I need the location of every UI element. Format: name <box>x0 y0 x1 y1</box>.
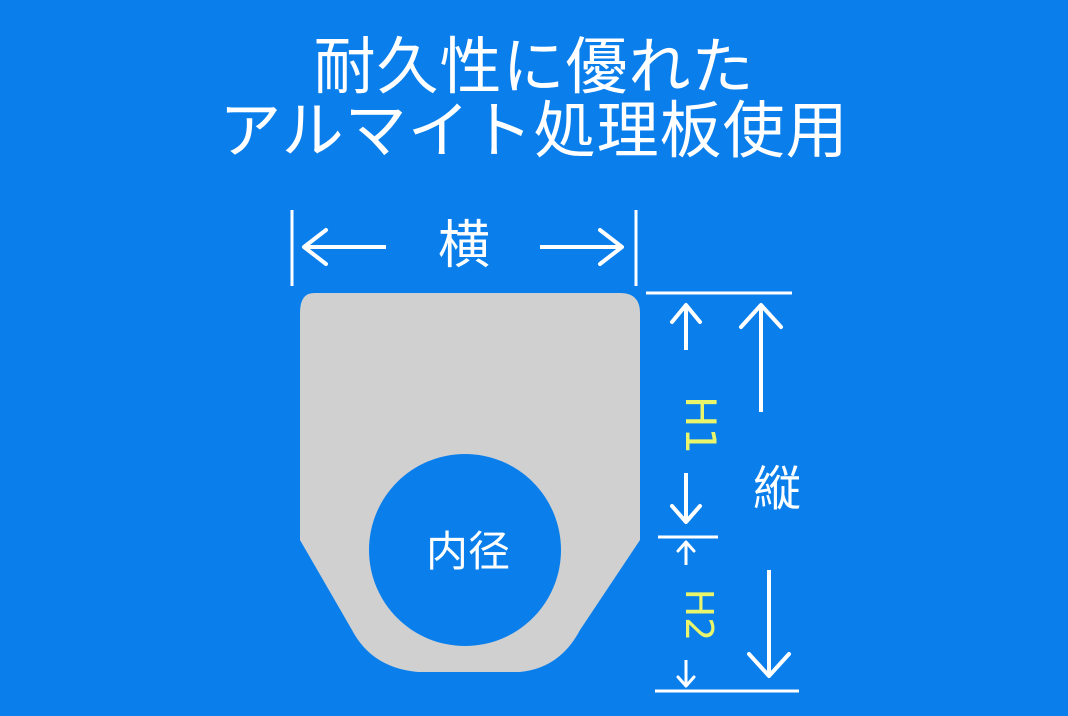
title-line-2: アルマイト処理板使用 <box>219 94 849 167</box>
h1-up-arrowhead <box>670 303 702 324</box>
height-up-arrowhead <box>739 303 783 329</box>
h1-label: H1 <box>676 396 725 454</box>
title-line-1: 耐久性に優れた <box>313 30 755 103</box>
height-down-arrowhead <box>747 652 791 678</box>
width-right-arrowhead <box>598 228 624 266</box>
width-left-arrowhead <box>302 228 328 266</box>
h2-down-arrowhead <box>676 675 696 688</box>
height-label: 縦 <box>753 461 801 517</box>
width-label: 横 <box>438 216 490 276</box>
h2-up-arrowhead <box>676 540 696 553</box>
hole-circle <box>369 454 561 646</box>
h1-down-arrowhead <box>670 504 702 524</box>
hole-label: 内径 <box>426 527 510 576</box>
h2-label: H2 <box>677 589 721 642</box>
